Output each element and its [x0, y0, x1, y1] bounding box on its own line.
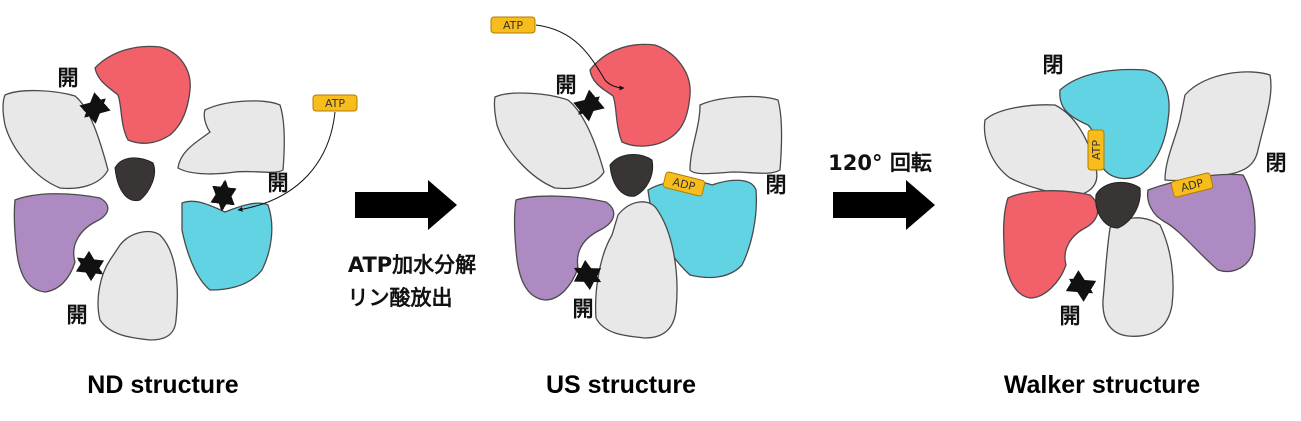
subunit-grey-bottom — [1102, 217, 1174, 337]
central-stalk — [114, 157, 155, 202]
atp-chip-label: ATP — [503, 19, 523, 32]
open-gap-arrow — [75, 250, 105, 282]
open-gap-arrow — [573, 259, 602, 291]
transition-1: ATP加水分解 リン酸放出 — [348, 180, 476, 310]
state-label: 閉 — [766, 173, 787, 197]
atp-chip — [490, 16, 536, 34]
adp-chip — [662, 171, 706, 197]
state-label: 開 — [573, 297, 594, 321]
atp-chip — [1087, 129, 1105, 171]
panel-walker: 閉 閉 開 ATP ADP Walker structure — [983, 53, 1287, 399]
subunit-grey-upper-left — [2, 89, 109, 190]
open-gap-arrow — [1065, 270, 1097, 302]
subunit-purple — [13, 193, 109, 293]
atp-chip — [312, 94, 358, 112]
transition-text: ATP加水分解 — [348, 253, 476, 277]
atp-chip-label: ATP — [325, 97, 345, 110]
central-stalk — [1095, 181, 1141, 229]
subunit-grey-bottom — [594, 201, 678, 339]
panel-title: US structure — [546, 371, 696, 399]
subunit-cyan — [647, 179, 758, 279]
subunit-purple — [1146, 173, 1256, 273]
adp-chip — [1170, 172, 1214, 198]
subunit-red — [1002, 190, 1099, 299]
transition-arrow — [355, 180, 457, 230]
atp-chip-label: ATP — [1090, 140, 1103, 160]
atp-binding-arrow — [535, 24, 625, 91]
transition-arrow — [833, 180, 935, 230]
state-label: 開 — [556, 73, 577, 97]
transition-text: リン酸放出 — [348, 286, 453, 310]
panel-us: 開 閉 開 ATP ADP US structure — [490, 16, 787, 399]
subunit-grey-upper-right — [1164, 71, 1272, 182]
central-stalk — [609, 154, 654, 197]
panel-title: Walker structure — [1004, 371, 1200, 399]
subunit-cyan — [1059, 68, 1170, 180]
state-label: 開 — [1060, 304, 1081, 328]
atp-binding-arrow — [237, 111, 336, 212]
panel-title: ND structure — [87, 371, 239, 399]
transition-2: 120° 回転 — [828, 151, 935, 230]
open-gap-arrow — [573, 89, 605, 122]
panel-nd: 開 開 開 ATP ND structure — [2, 45, 358, 399]
state-label: 閉 — [1266, 151, 1287, 175]
adp-chip-label: ADP — [671, 175, 696, 193]
open-gap-arrow — [210, 179, 237, 212]
subunit-grey-upper-right — [689, 95, 783, 175]
subunit-cyan — [181, 200, 273, 291]
state-label: 開 — [67, 303, 88, 327]
subunit-grey-bottom — [97, 231, 178, 341]
transition-text: 120° 回転 — [828, 151, 932, 175]
subunit-grey-upper-right — [177, 100, 285, 175]
open-gap-arrow — [79, 92, 111, 124]
subunit-grey-upper-left — [983, 104, 1098, 196]
state-label: 開 — [58, 66, 79, 90]
adp-chip-label: ADP — [1180, 176, 1205, 194]
subunit-red — [589, 43, 691, 147]
state-label: 閉 — [1043, 53, 1064, 77]
state-label: 開 — [268, 171, 289, 195]
subunit-red — [94, 45, 191, 144]
